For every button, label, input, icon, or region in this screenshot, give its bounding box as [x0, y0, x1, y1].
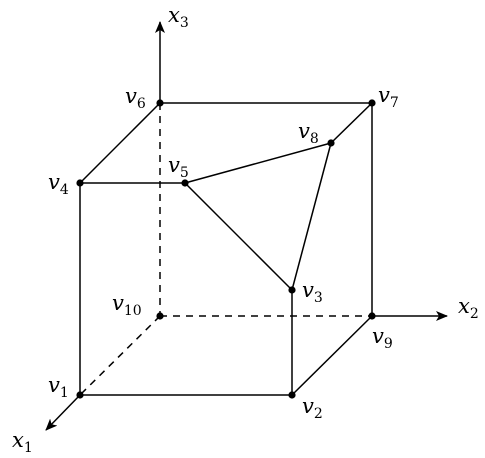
axis-label-x1: x1 — [12, 428, 33, 456]
axis-label-x3-base: x — [168, 3, 180, 27]
edge-v3-v8 — [291, 142, 332, 291]
edge-v8-v7 — [330, 102, 373, 144]
vertex-label-v6-subscript: 6 — [137, 96, 146, 112]
vertex-label-v6: v6 — [125, 84, 146, 112]
vertex-label-v9-base: v — [372, 324, 384, 348]
edge-v4-v6 — [79, 102, 161, 184]
vertex-v1-dot — [76, 391, 84, 399]
vertex-label-v10-subscript: 10 — [124, 303, 142, 319]
vertex-label-v2: v2 — [302, 394, 323, 422]
vertex-v8-dot — [327, 139, 335, 147]
edge-v5-v8 — [184, 142, 332, 184]
vertex-v4-dot — [76, 179, 84, 187]
vertex-label-v1-subscript: 1 — [60, 385, 69, 401]
vertex-label-v9-subscript: 9 — [384, 336, 393, 352]
vertex-v9-dot — [368, 312, 376, 320]
vertex-label-v4-base: v — [48, 170, 60, 194]
axes-layer — [45, 21, 448, 431]
vertex-label-v8: v8 — [298, 119, 319, 147]
vertex-label-v5-subscript: 5 — [180, 165, 189, 181]
edges-layer — [79, 102, 373, 396]
vertex-label-v1-base: v — [48, 373, 60, 397]
vertex-label-v10-base: v — [112, 291, 124, 315]
vertex-v10-dot — [156, 312, 164, 320]
vertex-label-v4: v4 — [48, 170, 69, 198]
vertex-label-v3-subscript: 3 — [314, 290, 323, 306]
edge-v10-v1 — [79, 315, 161, 396]
vertex-label-v7-subscript: 7 — [390, 95, 399, 111]
vertex-label-v5-base: v — [168, 153, 180, 177]
vertex-label-v5: v5 — [168, 153, 189, 181]
axis-x1-arrow — [45, 394, 81, 431]
axis-label-x2-subscript: 2 — [470, 306, 479, 322]
vertex-label-v8-subscript: 8 — [310, 131, 319, 147]
vertex-label-v1: v1 — [48, 373, 69, 401]
axis-label-x1-base: x — [12, 428, 24, 452]
vertex-v2-dot — [288, 391, 296, 399]
vertex-label-v10: v10 — [112, 291, 142, 319]
vertex-label-v3: v3 — [302, 278, 323, 306]
axis-label-x3: x3 — [168, 3, 189, 31]
axis-label-x2: x2 — [458, 294, 479, 322]
edge-v5-v3 — [184, 182, 293, 291]
vertex-label-v8-base: v — [298, 119, 310, 143]
vertex-label-v4-subscript: 4 — [60, 182, 69, 198]
vertex-label-v2-base: v — [302, 394, 314, 418]
vertex-v3-dot — [288, 286, 296, 294]
vertex-v7-dot — [368, 99, 376, 107]
vertex-label-v7: v7 — [378, 83, 399, 111]
vertex-v6-dot — [156, 99, 164, 107]
axis-label-x3-subscript: 3 — [180, 15, 189, 31]
vertex-label-v7-base: v — [378, 83, 390, 107]
vertex-v5-dot — [181, 179, 189, 187]
vertex-label-v6-base: v — [125, 84, 137, 108]
edge-v9-v2 — [291, 315, 373, 396]
vertex-label-v3-base: v — [302, 278, 314, 302]
vertex-label-v9: v9 — [372, 324, 393, 352]
vertex-label-v2-subscript: 2 — [314, 406, 323, 422]
axis-label-x1-subscript: 1 — [24, 440, 33, 456]
vertices-layer — [76, 99, 376, 399]
axis-label-x2-base: x — [458, 294, 470, 318]
